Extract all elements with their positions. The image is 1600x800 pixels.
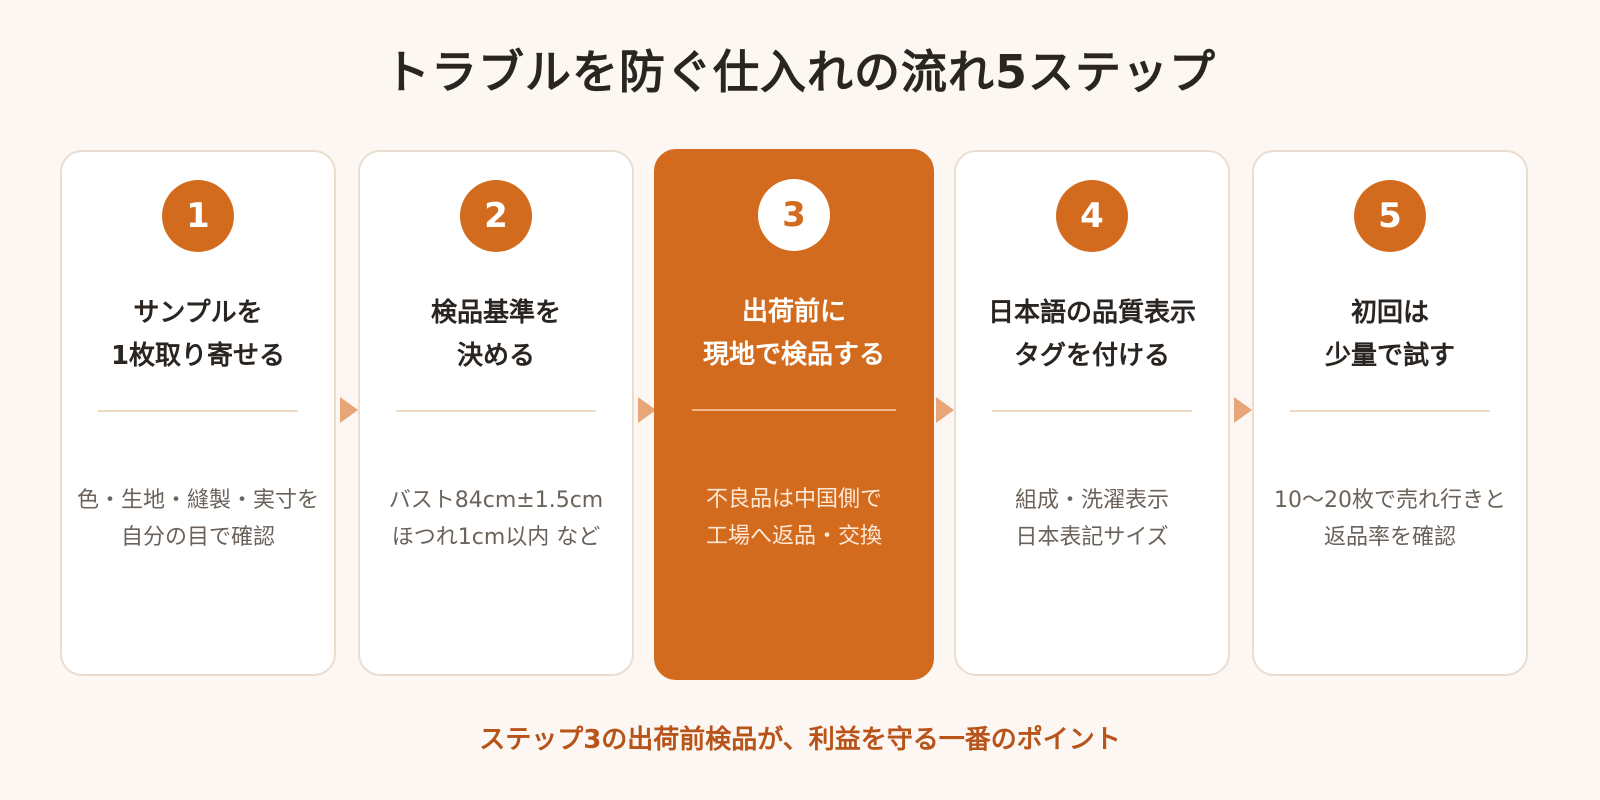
step-card-1: 1 サンプルを 1枚取り寄せる 色・生地・縫製・実寸を 自分の目で確認: [60, 150, 336, 676]
step-desc-line: バスト84cm±1.5cm: [388, 488, 604, 513]
step-description: バスト84cm±1.5cm ほつれ1cm以内 など: [366, 482, 626, 556]
step-desc-line: ほつれ1cm以内 など: [391, 525, 601, 550]
divider: [1290, 410, 1490, 412]
step-desc-line: 工場へ返品・交換: [705, 524, 882, 549]
step-title-line: 1枚取り寄せる: [110, 341, 286, 371]
step-description: 10〜20枚で売れ行きと 返品率を確認: [1260, 482, 1520, 556]
step-number-badge: 5: [1354, 180, 1426, 252]
step-desc-line: 返品率を確認: [1323, 525, 1456, 550]
arrow-right-icon: [936, 397, 954, 423]
step-number-badge: 3: [758, 179, 830, 251]
divider: [992, 410, 1192, 412]
step-number-badge: 2: [460, 180, 532, 252]
step-card-4: 4 日本語の品質表示 タグを付ける 組成・洗濯表示 日本表記サイズ: [954, 150, 1230, 676]
arrow-right-icon: [1234, 397, 1252, 423]
step-title-line: 日本語の品質表示: [987, 298, 1196, 328]
steps-flow: 1 サンプルを 1枚取り寄せる 色・生地・縫製・実寸を 自分の目で確認 2 検品…: [60, 149, 1556, 680]
step-desc-line: 色・生地・縫製・実寸を: [76, 488, 319, 513]
step-title-line: 出荷前に: [741, 297, 846, 327]
step-card-5: 5 初回は 少量で試す 10〜20枚で売れ行きと 返品率を確認: [1252, 150, 1528, 676]
step-title: サンプルを 1枚取り寄せる: [68, 292, 328, 378]
step-number-badge: 1: [162, 180, 234, 252]
divider: [98, 410, 298, 412]
footer-note: ステップ3の出荷前検品が、利益を守る一番のポイント: [479, 725, 1121, 755]
step-title-line: サンプルを: [133, 298, 263, 328]
step-description: 色・生地・縫製・実寸を 自分の目で確認: [68, 482, 328, 556]
step-desc-line: 10〜20枚で売れ行きと: [1274, 488, 1506, 513]
step-title-line: タグを付ける: [1013, 341, 1170, 371]
page-title: トラブルを防ぐ仕入れの流れ5ステップ: [383, 45, 1216, 99]
arrow-right-icon: [638, 397, 656, 423]
step-number-badge: 4: [1056, 180, 1128, 252]
step-title-line: 初回は: [1350, 298, 1429, 328]
step-title-line: 決める: [456, 341, 535, 371]
step-title-line: 現地で検品する: [702, 340, 885, 370]
step-card-2: 2 検品基準を 決める バスト84cm±1.5cm ほつれ1cm以内 など: [358, 150, 634, 676]
step-desc-line: 自分の目で確認: [120, 525, 275, 550]
step-card-3: 3 出荷前に 現地で検品する 不良品は中国側で 工場へ返品・交換: [654, 149, 934, 680]
step-desc-line: 日本表記サイズ: [1015, 525, 1169, 550]
arrow-right-icon: [340, 397, 358, 423]
step-title: 日本語の品質表示 タグを付ける: [962, 292, 1222, 378]
step-title: 初回は 少量で試す: [1260, 292, 1520, 378]
step-description: 不良品は中国側で 工場へ返品・交換: [662, 481, 926, 555]
divider: [692, 409, 896, 411]
step-description: 組成・洗濯表示 日本表記サイズ: [962, 482, 1222, 556]
step-title: 出荷前に 現地で検品する: [662, 291, 926, 377]
step-title: 検品基準を 決める: [366, 292, 626, 378]
step-title-line: 少量で試す: [1324, 341, 1455, 371]
divider: [396, 410, 596, 412]
step-title-line: 検品基準を: [430, 298, 561, 328]
step-desc-line: 組成・洗濯表示: [1014, 488, 1169, 513]
step-desc-line: 不良品は中国側で: [705, 487, 882, 512]
